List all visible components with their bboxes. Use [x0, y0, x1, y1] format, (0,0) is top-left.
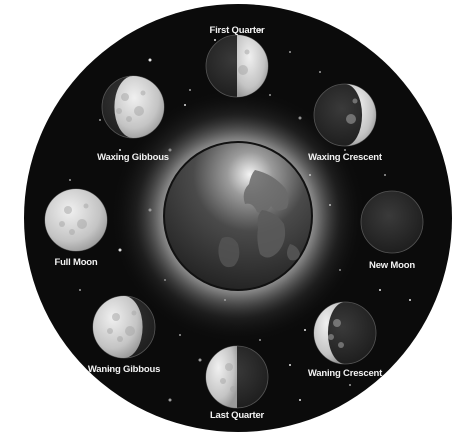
label-full-moon: Full Moon — [54, 257, 97, 268]
star — [79, 289, 81, 291]
star — [304, 329, 306, 331]
moon-last-quarter: Last Quarter — [206, 346, 268, 421]
star — [169, 399, 172, 402]
star — [149, 59, 152, 62]
star — [384, 174, 386, 176]
label-new-moon: New Moon — [369, 260, 415, 271]
label-first-quarter: First Quarter — [210, 25, 265, 36]
label-waxing-crescent: Waxing Crescent — [308, 152, 383, 163]
star — [349, 384, 351, 386]
star — [179, 334, 181, 336]
star — [69, 179, 71, 181]
star — [379, 289, 381, 291]
star — [199, 359, 202, 362]
star — [319, 71, 321, 73]
star — [289, 51, 291, 53]
star — [409, 299, 411, 301]
earth — [164, 142, 312, 290]
star — [99, 119, 101, 121]
label-waning-gibbous: Waning Gibbous — [88, 364, 160, 375]
star — [214, 39, 216, 41]
star — [189, 89, 191, 91]
star — [289, 364, 291, 366]
label-waning-crescent: Waning Crescent — [308, 368, 383, 379]
label-waxing-gibbous: Waxing Gibbous — [97, 152, 169, 163]
moon-first-quarter: First Quarter — [206, 25, 268, 97]
star — [299, 399, 301, 401]
label-last-quarter: Last Quarter — [210, 410, 265, 421]
star — [119, 149, 121, 151]
